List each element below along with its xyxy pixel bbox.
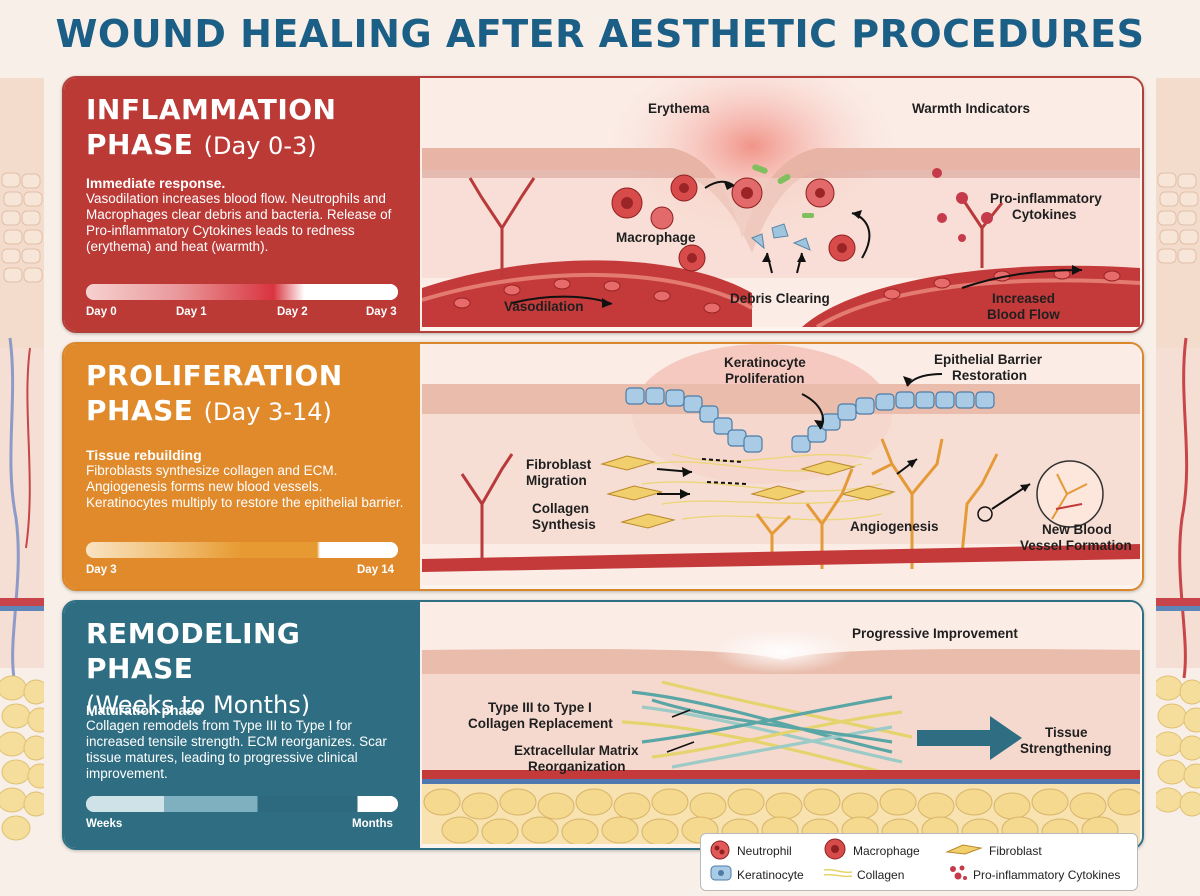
page-title: WOUND HEALING AFTER AESTHETIC PROCEDURES	[55, 12, 1145, 56]
label-barrier: Epithelial Barrier	[934, 352, 1043, 367]
phase-name: REMODELING PHASE	[86, 617, 301, 685]
label-new-vessel-2: Vessel Formation	[1020, 538, 1132, 553]
phase-days: (Weeks to Months)	[86, 691, 311, 719]
proliferation-title: PROLIFERATION PHASE (Day 3-14)	[86, 358, 416, 430]
label-barrier-2: Restoration	[952, 368, 1027, 383]
label-fibroblast-2: Migration	[526, 473, 587, 488]
inflammation-timeline-bar	[86, 284, 398, 300]
proliferation-timeline-bar	[86, 542, 398, 558]
phase-name: PROLIFERATION	[86, 359, 343, 392]
label-erythema: Erythema	[648, 101, 710, 116]
label-new-vessel: New Blood	[1042, 522, 1112, 537]
label-cytokines-2: Cytokines	[1012, 207, 1077, 222]
right-tissue-decoration	[1156, 78, 1200, 848]
label-tissue-2: Strengthening	[1020, 741, 1112, 756]
collagen-icon	[823, 868, 853, 878]
label-progressive: Progressive Improvement	[852, 626, 1018, 641]
label-collagen-2: Synthesis	[532, 517, 596, 532]
cytokine-icon	[950, 865, 967, 880]
label-debris: Debris Clearing	[730, 291, 830, 306]
label-tissue: Tissue	[1045, 725, 1088, 740]
inflammation-info: INFLAMMATION PHASE (Day 0-3) Immediate r…	[64, 78, 420, 331]
legend-label: Neutrophil	[737, 844, 792, 858]
label-keratinocyte: Keratinocyte	[724, 355, 806, 370]
legend-label: Keratinocyte	[737, 868, 804, 882]
macrophage-icon	[824, 838, 846, 860]
remodeling-text: Maturation phase Collagen remodels from …	[86, 702, 404, 782]
left-tissue-decoration	[0, 78, 44, 848]
phase-description: Vasodilation increases blood flow. Neutr…	[86, 191, 392, 254]
timeline-tick: Weeks	[86, 818, 123, 830]
neutrophil-icon	[710, 840, 730, 860]
cytokine-icon	[932, 168, 993, 242]
label-warmth: Warmth Indicators	[912, 101, 1030, 116]
label-flow-2: Blood Flow	[987, 307, 1060, 322]
label-angiogenesis: Angiogenesis	[850, 519, 939, 534]
collagen-icon	[621, 680, 913, 774]
macrophage-icon	[611, 174, 856, 272]
timeline-tick: Day 3	[86, 564, 117, 576]
phase-name: INFLAMMATION	[86, 93, 337, 126]
phase-name-2: PHASE	[86, 394, 194, 427]
label-ecm-2: Reorganization	[528, 759, 626, 774]
inflammation-illustration: Erythema Warmth Indicators Pro-inflammat…	[422, 78, 1142, 331]
proliferation-info: PROLIFERATION PHASE (Day 3-14) Tissue re…	[64, 344, 420, 589]
legend-label: Pro-inflammatory Cytokines	[973, 868, 1121, 882]
timeline-tick: Day 3	[366, 306, 397, 318]
timeline-tick: Day 0	[86, 306, 117, 318]
timeline-tick: Day 14	[357, 564, 395, 576]
keratinocyte-icon	[625, 387, 995, 453]
proliferation-text: Tissue rebuilding Fibroblasts synthesize…	[86, 447, 404, 511]
timeline-tick: Day 1	[176, 306, 207, 318]
proliferation-illustration: Keratinocyte Proliferation Epithelial Ba…	[422, 344, 1142, 589]
label-macrophage: Macrophage	[616, 230, 696, 245]
phase-days: (Day 3-14)	[203, 398, 332, 426]
label-keratinocyte-2: Proliferation	[725, 371, 805, 386]
phase-days: (Day 0-3)	[203, 132, 317, 160]
keratinocyte-icon	[710, 865, 732, 881]
phase-subtitle: Maturation phase	[86, 702, 202, 718]
remodeling-timeline-bar	[86, 796, 398, 812]
fibroblast-icon	[945, 844, 983, 855]
label-flow: Increased	[992, 291, 1055, 306]
legend-label: Collagen	[857, 868, 905, 882]
phase-name-2: PHASE	[86, 128, 194, 161]
inflammation-title: INFLAMMATION PHASE (Day 0-3)	[86, 92, 416, 164]
fibroblast-icon	[600, 455, 896, 529]
label-cytokines: Pro-inflammatory	[990, 191, 1102, 206]
label-collagen: Collagen	[532, 501, 589, 516]
remodeling-title: REMODELING PHASE (Weeks to Months)	[86, 616, 416, 723]
inflammation-panel: INFLAMMATION PHASE (Day 0-3) Immediate r…	[62, 76, 1144, 333]
label-fibroblast: Fibroblast	[526, 457, 592, 472]
phase-subtitle: Immediate response.	[86, 175, 226, 191]
phase-description: Fibroblasts synthesize collagen and ECM.…	[86, 463, 404, 510]
remodeling-illustration: Progressive Improvement Type III to Type…	[422, 602, 1142, 848]
remodeling-info: REMODELING PHASE (Weeks to Months) Matur…	[64, 602, 420, 848]
timeline-tick: Months	[352, 818, 393, 830]
label-type-2: Collagen Replacement	[468, 716, 613, 731]
legend-label: Macrophage	[853, 844, 920, 858]
proliferation-panel: PROLIFERATION PHASE (Day 3-14) Tissue re…	[62, 342, 1144, 591]
phase-description: Collagen remodels from Type III to Type …	[86, 718, 387, 781]
remodeling-panel: REMODELING PHASE (Weeks to Months) Matur…	[62, 600, 1144, 850]
phase-subtitle: Tissue rebuilding	[86, 447, 202, 463]
timeline-tick: Day 2	[277, 306, 308, 318]
label-type: Type III to Type I	[488, 700, 592, 715]
label-ecm: Extracellular Matrix	[514, 743, 639, 758]
label-vasodilation: Vasodilation	[504, 299, 584, 314]
inflammation-text: Immediate response. Vasodilation increas…	[86, 175, 404, 255]
legend-label: Fibroblast	[989, 844, 1042, 858]
legend: Neutrophil Macrophage Fibroblast Keratin…	[700, 833, 1138, 891]
